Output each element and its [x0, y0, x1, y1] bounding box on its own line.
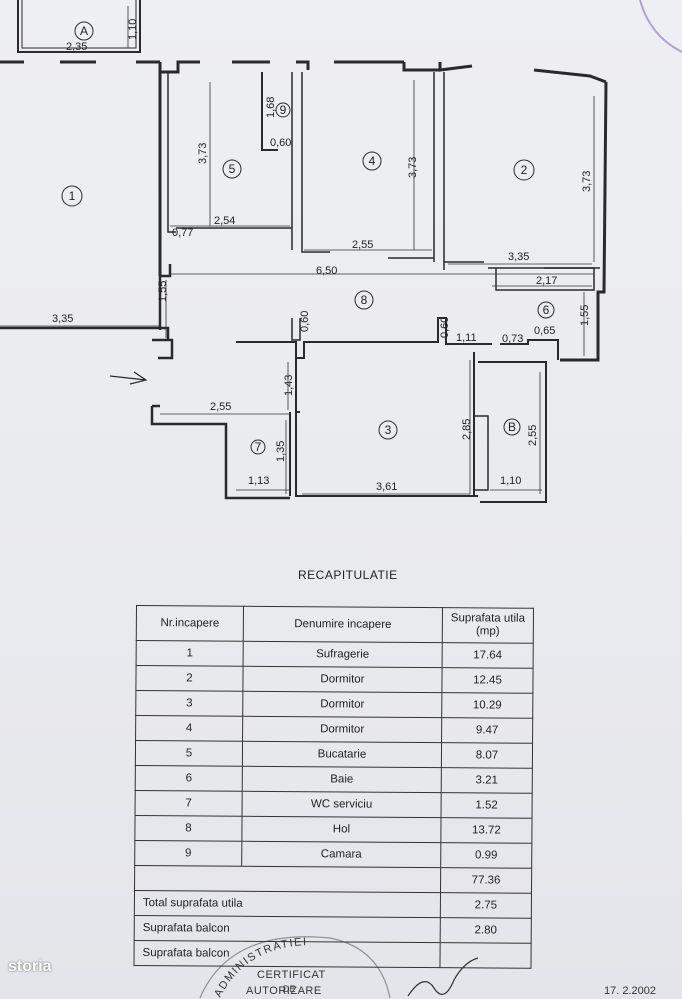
date-text: 17. 2.2002	[604, 985, 656, 997]
dim-room3-width: 3,61	[376, 481, 397, 493]
row-name: Bucatarie	[242, 741, 442, 768]
room-label-6: 6	[543, 303, 550, 317]
row-name: Hol	[241, 816, 442, 843]
dim-hall-length: 6,50	[316, 265, 337, 277]
dim-room4-width: 2,55	[352, 239, 373, 251]
row-area: 10.29	[441, 692, 533, 719]
row-nr: 9	[134, 840, 242, 867]
total-value: 2.75	[440, 892, 532, 919]
dim-wc-width: 1,13	[248, 475, 269, 487]
total-value: 2.80	[440, 917, 532, 944]
dim-hall-segment-a: 1,11	[456, 332, 477, 344]
dim-balcony-a-depth: 1,10	[127, 19, 139, 40]
room-label-4: 4	[369, 154, 376, 168]
dim-corridor-width: 2,55	[210, 401, 231, 413]
row-nr: 6	[135, 765, 243, 792]
room-label-8: 8	[361, 293, 368, 307]
dim-room3-height: 2,85	[461, 419, 473, 440]
row-area: 1.52	[441, 792, 533, 819]
dim-bath-width: 2,17	[536, 275, 557, 287]
row-area: 17.64	[442, 642, 534, 669]
dim-hall-segment-b: 0,73	[502, 333, 523, 345]
row-area: 12.45	[441, 667, 534, 694]
room-label-B: B	[508, 420, 516, 434]
room-label-3: 3	[385, 423, 392, 437]
brand-logo: storia	[8, 958, 52, 975]
dim-hall-wall-a: 0,60	[299, 311, 311, 332]
total-label: Total suprafata utila	[134, 890, 441, 918]
dim-room4-height: 3,73	[407, 157, 419, 178]
dim-room9-width: 0,60	[270, 137, 291, 149]
signature	[407, 957, 479, 997]
row-nr: 3	[135, 690, 243, 717]
row-nr: 1	[136, 640, 244, 667]
dim-balcony-a-width: 2,35	[66, 41, 87, 53]
dim-room9-height: 1,68	[265, 97, 277, 118]
floor-plan: A 1 5 9 4 2 8 6 3 B 7 2,35 1,10 3,73 1,6…	[0, 0, 682, 503]
dim-balcony-b-width: 1,10	[500, 475, 521, 487]
row-name: Dormitor	[242, 666, 443, 693]
table-total-row: 77.36	[134, 865, 532, 894]
dim-balcony-b-height: 2,55	[527, 425, 539, 446]
dim-room2-width: 3,35	[508, 251, 529, 263]
row-nr: 8	[134, 815, 243, 842]
row-nr: 2	[135, 665, 244, 692]
row-nr: 7	[135, 790, 243, 817]
area-table: Nr.incapere Denumire incapere Suprafata …	[133, 605, 534, 969]
stamp-line-1: CERTIFICAT	[257, 969, 326, 981]
table-header-row: Nr.incapere Denumire incapere Suprafata …	[136, 605, 534, 644]
row-nr: 4	[135, 715, 243, 742]
room-label-1: 1	[69, 189, 76, 203]
row-name: WC serviciu	[242, 791, 442, 818]
row-nr: 5	[135, 740, 243, 767]
room-label-9: 9	[280, 103, 287, 117]
row-area: 9.47	[441, 717, 533, 744]
row-area: 3.21	[441, 767, 533, 794]
dim-hall-depth-left: 1,55	[157, 281, 169, 302]
dim-room5-height: 3,73	[197, 143, 209, 164]
room-label-2: 2	[521, 163, 528, 177]
dim-wc-height: 1,35	[275, 441, 287, 462]
row-name: Baie	[242, 766, 442, 793]
row-area: 8.07	[441, 742, 533, 769]
dim-room5-width: 2,54	[214, 215, 235, 227]
stamp-seal: ADMINISTRATIEI	[199, 936, 391, 999]
header-room-name: Denumire incapere	[243, 606, 443, 643]
dim-room1-width: 3,35	[52, 313, 73, 325]
stamp-line-2: DE	[283, 984, 296, 994]
room-label-5: 5	[229, 162, 236, 176]
row-area: 0.99	[440, 842, 532, 869]
dim-room5-door: 0,77	[172, 227, 193, 239]
stamp-line-3: AUTORIZARE	[246, 985, 322, 997]
dim-room2-height: 3,73	[581, 171, 593, 192]
row-name: Camara	[241, 841, 441, 868]
row-area: 13.72	[440, 817, 533, 844]
dim-bath-depth: 1,55	[579, 305, 591, 326]
header-room-number: Nr.incapere	[136, 605, 244, 642]
room-label-A: A	[80, 24, 88, 38]
header-area: Suprafata utila (mp)	[442, 607, 534, 644]
row-name: Sufragerie	[243, 641, 443, 668]
total-label	[134, 865, 441, 893]
row-name: Dormitor	[242, 691, 442, 718]
total-value: 77.36	[440, 867, 532, 894]
room-label-7: 7	[255, 440, 262, 454]
dim-bath-door: 0,65	[534, 325, 555, 337]
dim-hall-wall-b: 0,60	[439, 317, 451, 338]
row-name: Dormitor	[242, 716, 442, 743]
dim-corridor-height: 1,43	[283, 375, 295, 396]
